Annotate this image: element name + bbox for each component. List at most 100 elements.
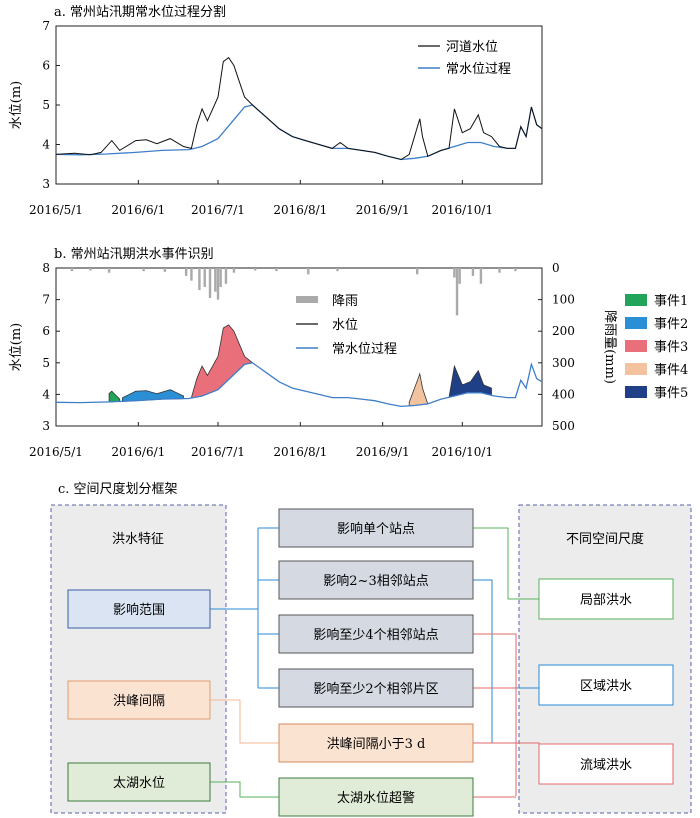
legend-swatch-event-3	[625, 340, 647, 352]
left-box-lake	[67, 762, 211, 802]
rain-bar	[307, 268, 310, 275]
legend-swatch-rain	[296, 296, 318, 303]
connector-local	[473, 527, 539, 600]
left-box-peak	[67, 680, 211, 720]
right-box-regional	[538, 664, 674, 706]
legend-label-event-4: 事件4	[654, 363, 688, 378]
middle-box-3-label: 影响至少4个相邻站点	[313, 627, 438, 643]
legend-label-event-3: 事件3	[654, 340, 688, 355]
chart-title: a. 常州站汛期常水位过程分割	[54, 4, 226, 20]
rain-bar	[184, 268, 188, 276]
rain-bar	[275, 268, 278, 272]
rain-bar	[89, 268, 92, 271]
series-line-normal	[55, 362, 543, 408]
x-tick-label: 2016/8/1	[273, 203, 327, 217]
rain-bar	[203, 268, 206, 287]
middle-box-4-label: 影响至少2个相邻片区	[313, 681, 438, 697]
rain-bar	[198, 268, 201, 291]
x-tick-label: 2016/7/1	[191, 445, 245, 459]
y-tick-label: 7	[42, 293, 50, 307]
y2-tick-label: 200	[552, 324, 575, 338]
middle-box-1	[278, 508, 474, 548]
y2-tick-label: 300	[552, 356, 575, 370]
y-axis-label: 水位(m)	[9, 81, 24, 129]
x-tick-label: 2016/7/1	[191, 203, 245, 217]
rain-bar	[107, 268, 111, 273]
middle-box-6-label: 太湖水位超警	[337, 790, 415, 806]
rain-bar	[253, 268, 257, 271]
chart-title: b. 常州站汛期洪水事件识别	[54, 247, 214, 262]
left-panel	[50, 504, 227, 814]
middle-box-4	[278, 668, 474, 708]
y2-tick-label: 0	[552, 261, 560, 275]
rain-bar	[471, 268, 475, 276]
y-tick-label: 4	[42, 138, 50, 152]
connector-lake	[210, 781, 279, 798]
rain-bar	[142, 268, 145, 272]
rain-bar	[208, 268, 212, 299]
y-axis-label: 水位(m)	[9, 323, 24, 371]
connector-peak	[210, 699, 279, 744]
right-header: 不同空间尺度	[566, 531, 644, 547]
legend-label-normal: 常水位过程	[332, 342, 397, 357]
legend-label-normal: 常水位过程	[446, 62, 511, 77]
rain-bar	[224, 268, 228, 284]
rain-bar	[190, 268, 193, 281]
x-tick-label: 2016/5/1	[29, 203, 83, 217]
middle-box-2	[278, 560, 474, 600]
y-tick-label: 4	[42, 387, 50, 401]
connector-regional-spine	[473, 579, 493, 743]
middle-box-6	[278, 777, 474, 817]
x-tick-label: 2016/9/1	[356, 445, 410, 459]
y-tick-label: 6	[42, 324, 50, 338]
legend-label-event-5: 事件5	[654, 386, 688, 401]
rain-bar	[219, 268, 222, 287]
legend-swatch-event-4	[625, 363, 647, 375]
right-box-local	[538, 578, 674, 620]
x-tick-label: 2016/10/1	[432, 445, 494, 459]
right-box-basin-label: 流域洪水	[580, 758, 632, 773]
right-box-basin	[538, 743, 674, 785]
legend-label-event-1: 事件1	[654, 294, 688, 309]
y-tick-label: 3	[42, 419, 50, 433]
diagram-title: c. 空间尺度划分框架	[58, 481, 178, 497]
right-box-local-label: 局部洪水	[580, 593, 632, 608]
left-box-range	[67, 589, 211, 629]
x-tick-label: 2016/6/1	[111, 203, 165, 217]
rain-bar	[498, 268, 501, 273]
x-tick-label: 2016/8/1	[273, 445, 327, 459]
plot-frame	[55, 267, 543, 427]
legend-swatch-event-1	[625, 294, 647, 306]
rain-bar	[216, 268, 220, 300]
y2-tick-label: 400	[552, 387, 575, 401]
y-tick-label: 3	[42, 177, 50, 191]
y-tick-label: 8	[42, 261, 50, 275]
rain-bar	[163, 268, 167, 272]
x-tick-label: 2016/10/1	[432, 203, 494, 217]
rain-bar	[214, 268, 217, 292]
left-header: 洪水特征	[112, 532, 164, 547]
y2-tick-label: 500	[552, 419, 575, 433]
middle-box-5	[278, 723, 474, 763]
legend-label-event-2: 事件2	[654, 317, 688, 332]
y-tick-label: 7	[42, 19, 50, 33]
middle-box-3	[278, 614, 474, 654]
x-tick-label: 2016/5/1	[29, 445, 83, 459]
rain-bar	[514, 268, 517, 272]
y-tick-label: 6	[42, 59, 50, 73]
legend-label-rain: 降雨	[332, 294, 358, 309]
rain-bar	[415, 268, 419, 275]
rain-bar	[453, 268, 456, 278]
middle-box-1-label: 影响单个站点	[337, 521, 415, 537]
connector-basin-spine	[473, 633, 517, 796]
rain-bar	[70, 268, 74, 272]
left-box-range-label: 影响范围	[113, 602, 165, 618]
legend-swatch-event-2	[625, 317, 647, 329]
x-tick-label: 2016/6/1	[111, 445, 165, 459]
left-box-peak-label: 洪峰间隔	[113, 694, 165, 709]
legend-label-river: 河道水位	[446, 40, 498, 55]
x-tick-label: 2016/9/1	[356, 203, 410, 217]
